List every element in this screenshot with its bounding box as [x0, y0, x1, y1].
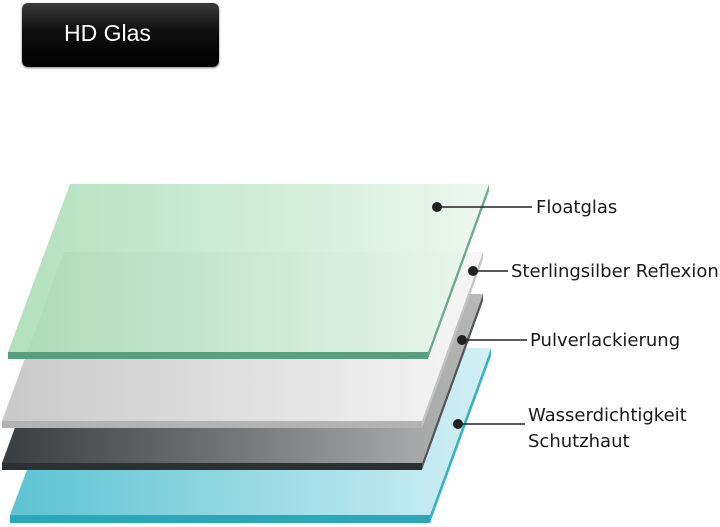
marker-dot: [453, 419, 463, 429]
leader-pulverlack: [457, 335, 527, 345]
label-wasserdichtigkeit: Wasserdichtigkeit: [528, 405, 687, 426]
marker-dot: [457, 335, 467, 345]
title-badge: HD Glas: [22, 3, 219, 67]
leader-wasserdicht: [453, 419, 525, 429]
marker-dot: [432, 202, 442, 212]
label-schutzhaut: Schutzhaut: [528, 431, 630, 452]
leader-sterlingsilber: [468, 266, 508, 276]
layer-float-glass: [8, 184, 489, 359]
label-floatglas: Floatglas: [536, 197, 617, 218]
leader-floatglas: [432, 202, 532, 212]
marker-dot: [468, 266, 478, 276]
title-badge-label: HD Glas: [64, 20, 151, 46]
label-sterlingsilber: Sterlingsilber Reflexion: [511, 261, 719, 282]
label-pulverlackierung: Pulverlackierung: [530, 330, 680, 351]
